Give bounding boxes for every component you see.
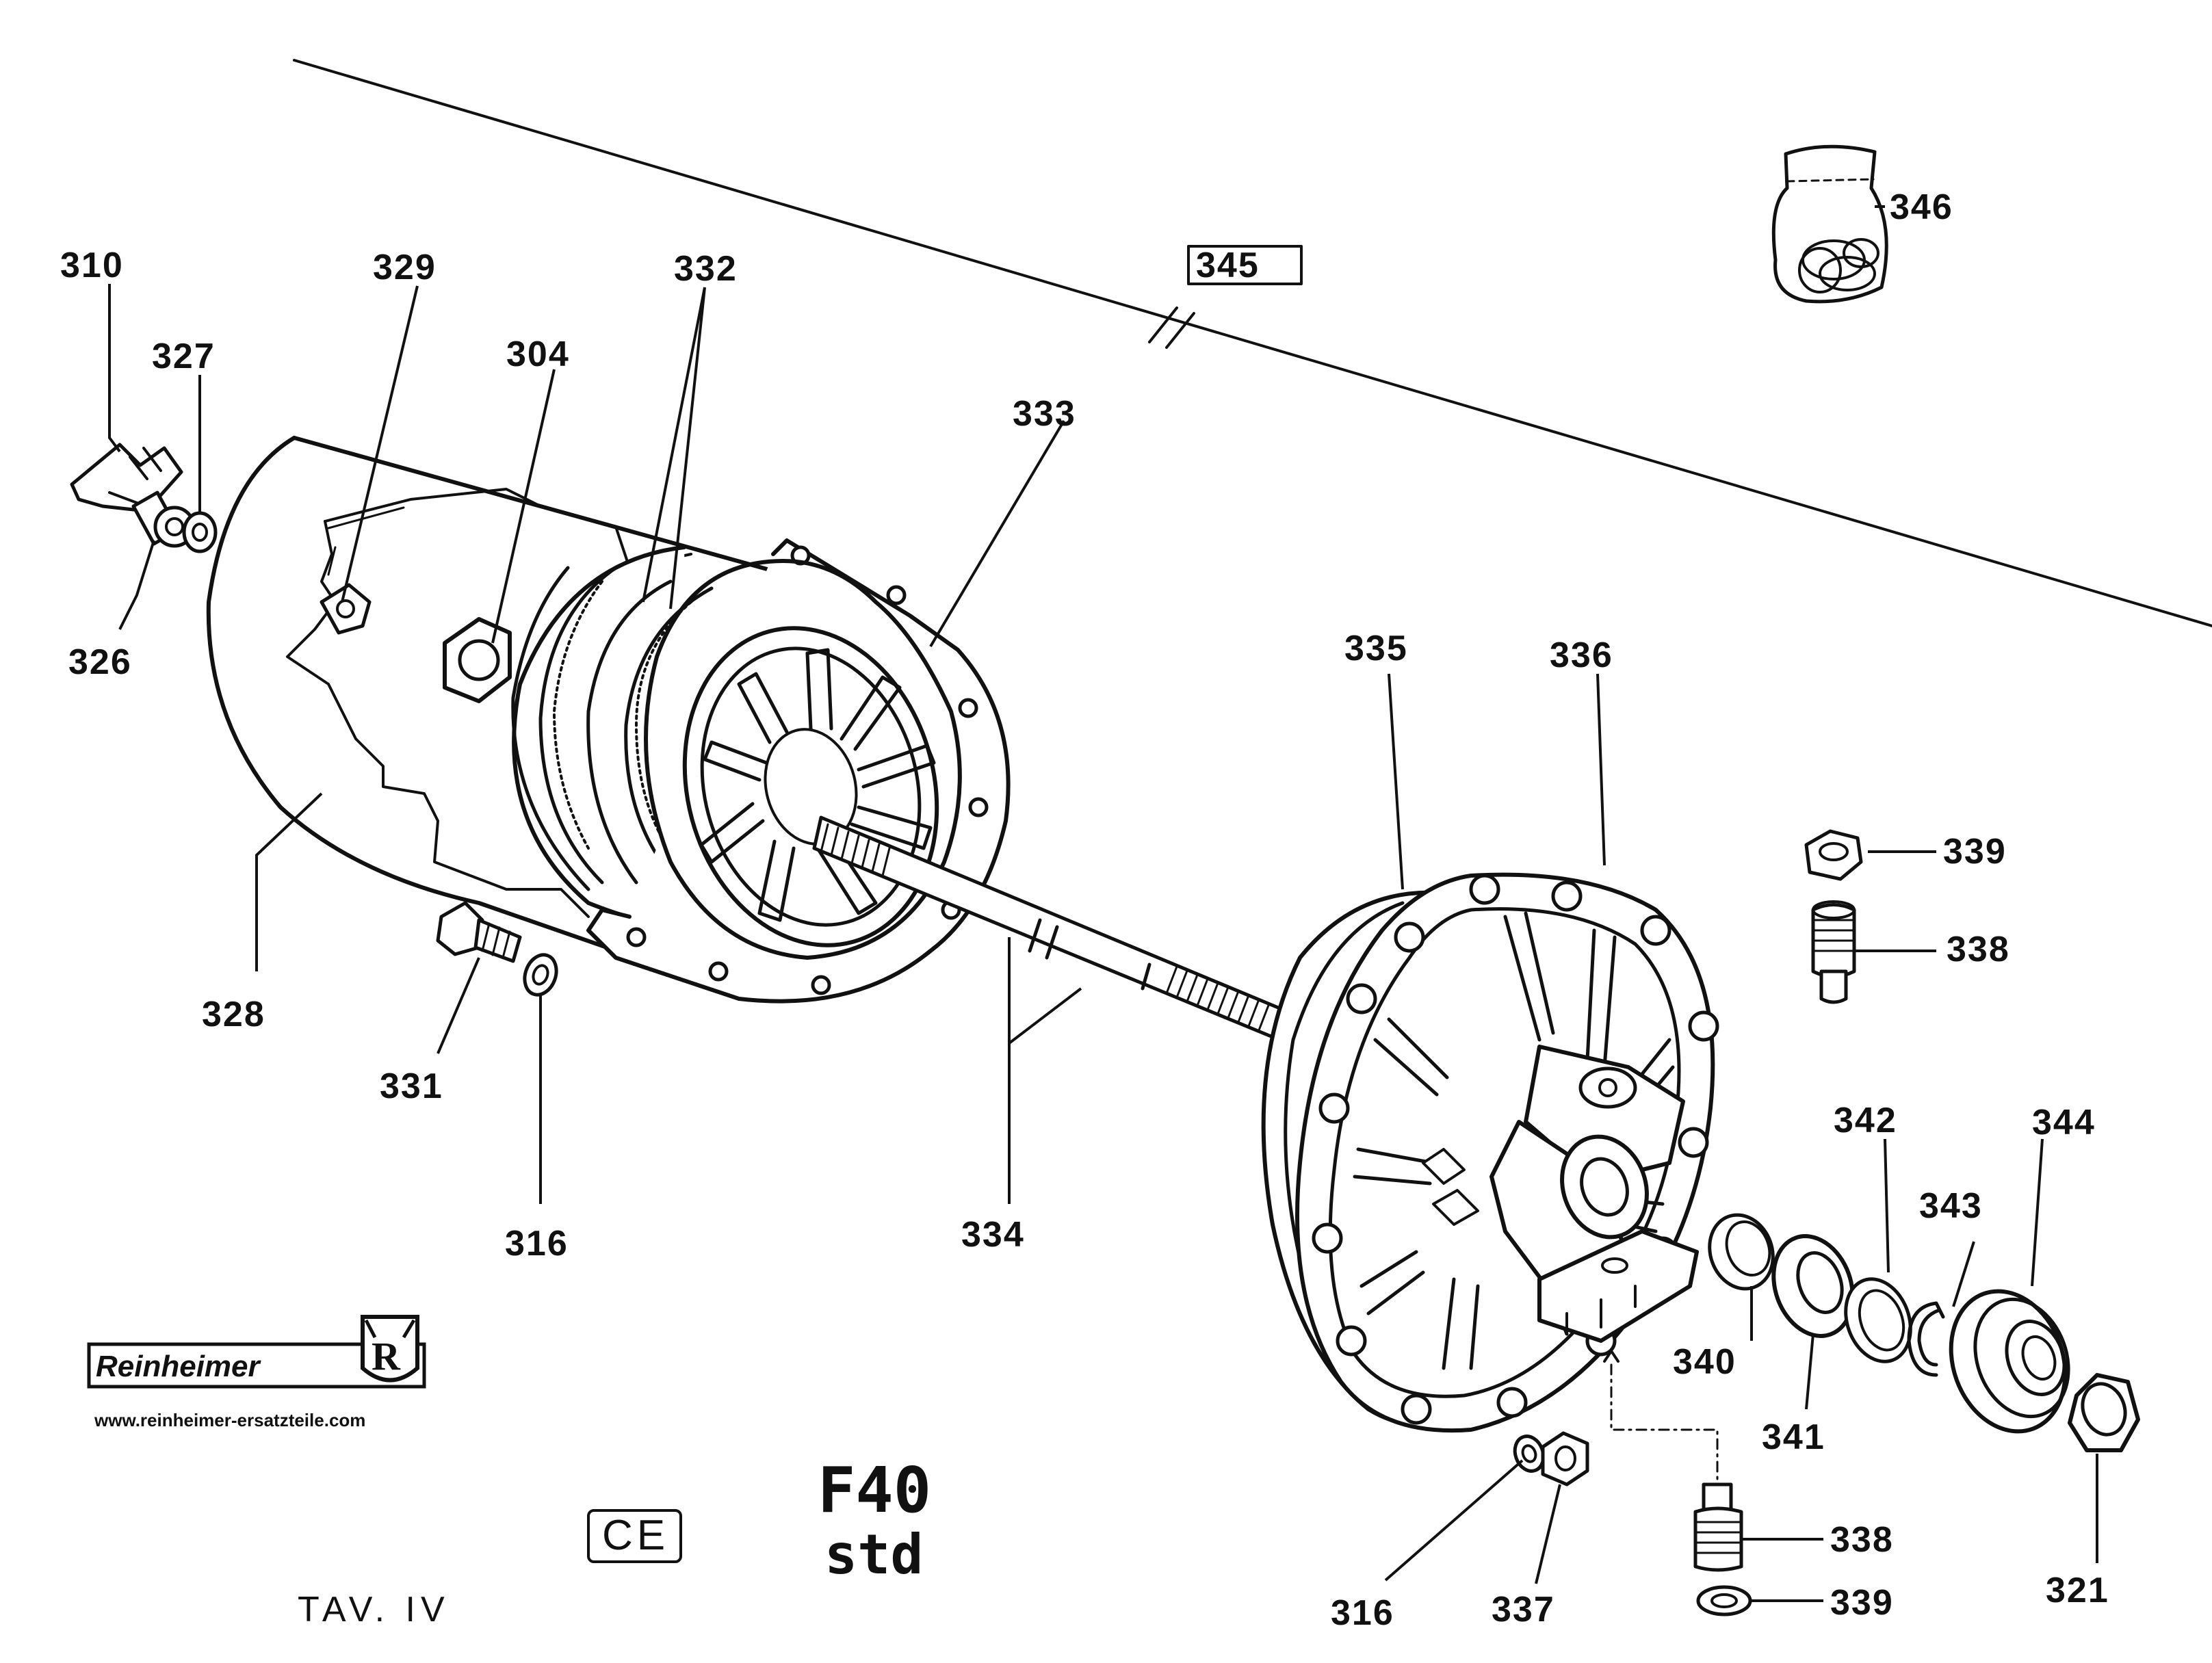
section-divider-line (293, 59, 2212, 627)
label-344: 344 (2032, 1103, 2096, 1142)
label-338-bottom: 338 (1830, 1520, 1894, 1560)
label-326: 326 (68, 642, 132, 682)
leader-lines (108, 205, 2098, 1602)
label-333: 333 (1013, 394, 1076, 434)
washer-316-left (523, 953, 558, 997)
label-345: 345 (1196, 246, 1260, 285)
circlip-343 (1907, 1301, 1945, 1377)
label-327: 327 (152, 337, 216, 376)
brand-name: Reinheimer (96, 1350, 262, 1383)
bolt-331 (436, 901, 522, 963)
label-343: 343 (1919, 1186, 1983, 1226)
bushing-340 (1708, 1213, 1775, 1291)
label-334: 334 (961, 1215, 1025, 1255)
label-328: 328 (202, 995, 265, 1034)
bearing-341 (1771, 1234, 1855, 1338)
label-340: 340 (1673, 1342, 1736, 1382)
label-321: 321 (2046, 1571, 2109, 1610)
label-310: 310 (60, 246, 124, 285)
label-346: 346 (1890, 187, 1953, 227)
elbow-fitting-310 (70, 443, 196, 548)
nut-321 (2068, 1373, 2140, 1452)
label-336: 336 (1550, 636, 1613, 675)
label-339-top: 339 (1943, 832, 2007, 872)
ce-text: CE (602, 1512, 669, 1559)
label-329: 329 (373, 248, 437, 287)
label-337: 337 (1492, 1590, 1555, 1629)
washer-327 (182, 511, 218, 553)
nut-339-bottom (1696, 1585, 1752, 1616)
nut-339-top (1804, 829, 1863, 881)
label-339-bottom: 339 (1830, 1583, 1894, 1623)
bleed-screw-338-bottom (1693, 1482, 1743, 1572)
label-342: 342 (1834, 1101, 1897, 1140)
label-335: 335 (1344, 629, 1408, 668)
part-345-box (1187, 245, 1303, 285)
ring-342 (1844, 1277, 1912, 1363)
model-variant: std (824, 1523, 924, 1586)
nut-337 (1541, 1431, 1589, 1487)
seal-kit-bag (1771, 144, 1888, 304)
label-304: 304 (506, 335, 570, 374)
label-332: 332 (674, 249, 738, 289)
label-316-left: 316 (505, 1224, 569, 1263)
label-316-right: 316 (1331, 1593, 1394, 1633)
model-name: F40 (818, 1454, 931, 1527)
pulley-344 (1949, 1289, 2070, 1434)
ce-mark: CE (587, 1509, 682, 1563)
label-338-top: 338 (1947, 930, 2010, 969)
assembly-guide-line (1610, 1363, 1719, 1486)
label-331: 331 (380, 1066, 443, 1106)
bleed-screw-338-top (1811, 900, 1856, 1004)
brand-url: www.reinheimer-ersatzteile.com (94, 1410, 365, 1430)
cover-335-336 (1261, 872, 1719, 1433)
part-labels: 310 327 326 329 332 304 333 345 346 328 … (60, 187, 2109, 1633)
brand-mark: R (372, 1334, 401, 1378)
label-341: 341 (1762, 1417, 1825, 1457)
reinheimer-logo: Reinheimer R www.reinheimer-ersatzteile.… (87, 1315, 426, 1430)
plate-number: TAV. IV (298, 1590, 450, 1629)
